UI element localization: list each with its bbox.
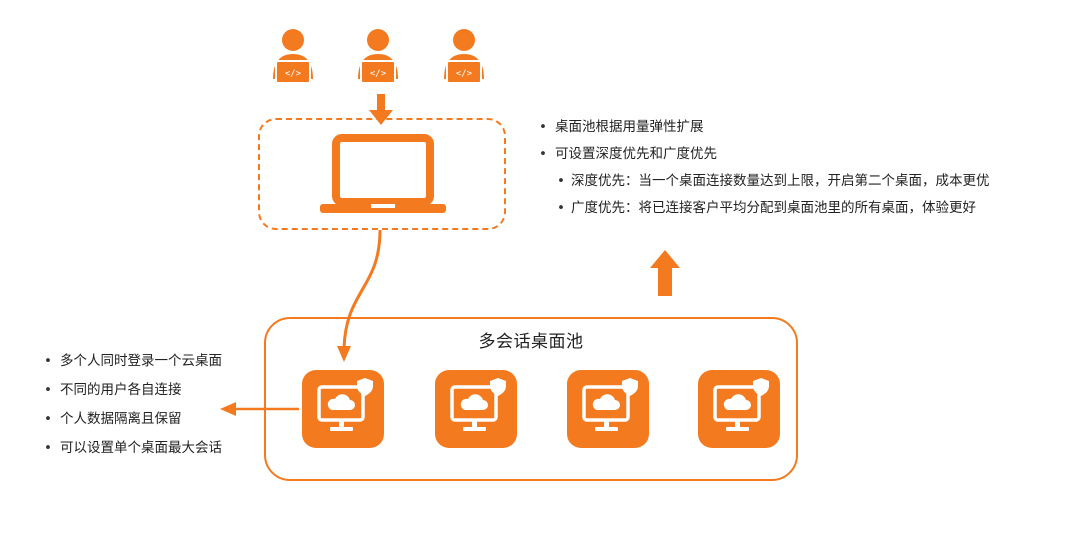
cloud-desktop-icon	[435, 370, 517, 448]
developer-user-icon: </>	[358, 29, 398, 84]
svg-text:</>: </>	[285, 69, 302, 79]
list-item: 可以设置单个桌面最大会话	[42, 434, 222, 463]
cloud-desktop-icon	[698, 370, 780, 448]
down-arrow	[369, 94, 393, 125]
developer-user-icon: </>	[444, 29, 484, 84]
left-arrow	[220, 402, 299, 416]
list-item: 个人数据隔离且保留	[42, 405, 222, 434]
up-arrow	[650, 250, 680, 296]
session-feature-list: 多个人同时登录一个云桌面 不同的用户各自连接 个人数据隔离且保留 可以设置单个桌…	[42, 347, 222, 463]
pool-title: 多会话桌面池	[478, 332, 584, 352]
list-item: 可设置深度优先和广度优先	[537, 141, 1067, 168]
laptop-group	[258, 118, 506, 230]
pool-feature-list: 桌面池根据用量弹性扩展 可设置深度优先和广度优先 深度优先：当一个桌面连接数量达…	[537, 114, 1067, 222]
list-item: 多个人同时登录一个云桌面	[42, 347, 222, 376]
laptop-icon	[320, 134, 446, 213]
list-item: 不同的用户各自连接	[42, 376, 222, 405]
connection-arrow	[337, 229, 382, 362]
cloud-desktop-icon	[567, 370, 649, 448]
list-item: 广度优先：将已连接客户平均分配到桌面池里的所有桌面，体验更好	[537, 195, 1067, 222]
list-item: 深度优先：当一个桌面连接数量达到上限，开启第二个桌面，成本更优	[537, 168, 1067, 195]
svg-text:</>: </>	[456, 69, 473, 79]
desktop-pool	[264, 317, 798, 481]
svg-text:</>: </>	[370, 69, 387, 79]
cloud-desktop-icon	[302, 370, 384, 448]
developer-user-icon: </>	[273, 29, 313, 84]
list-item: 桌面池根据用量弹性扩展	[537, 114, 1067, 141]
